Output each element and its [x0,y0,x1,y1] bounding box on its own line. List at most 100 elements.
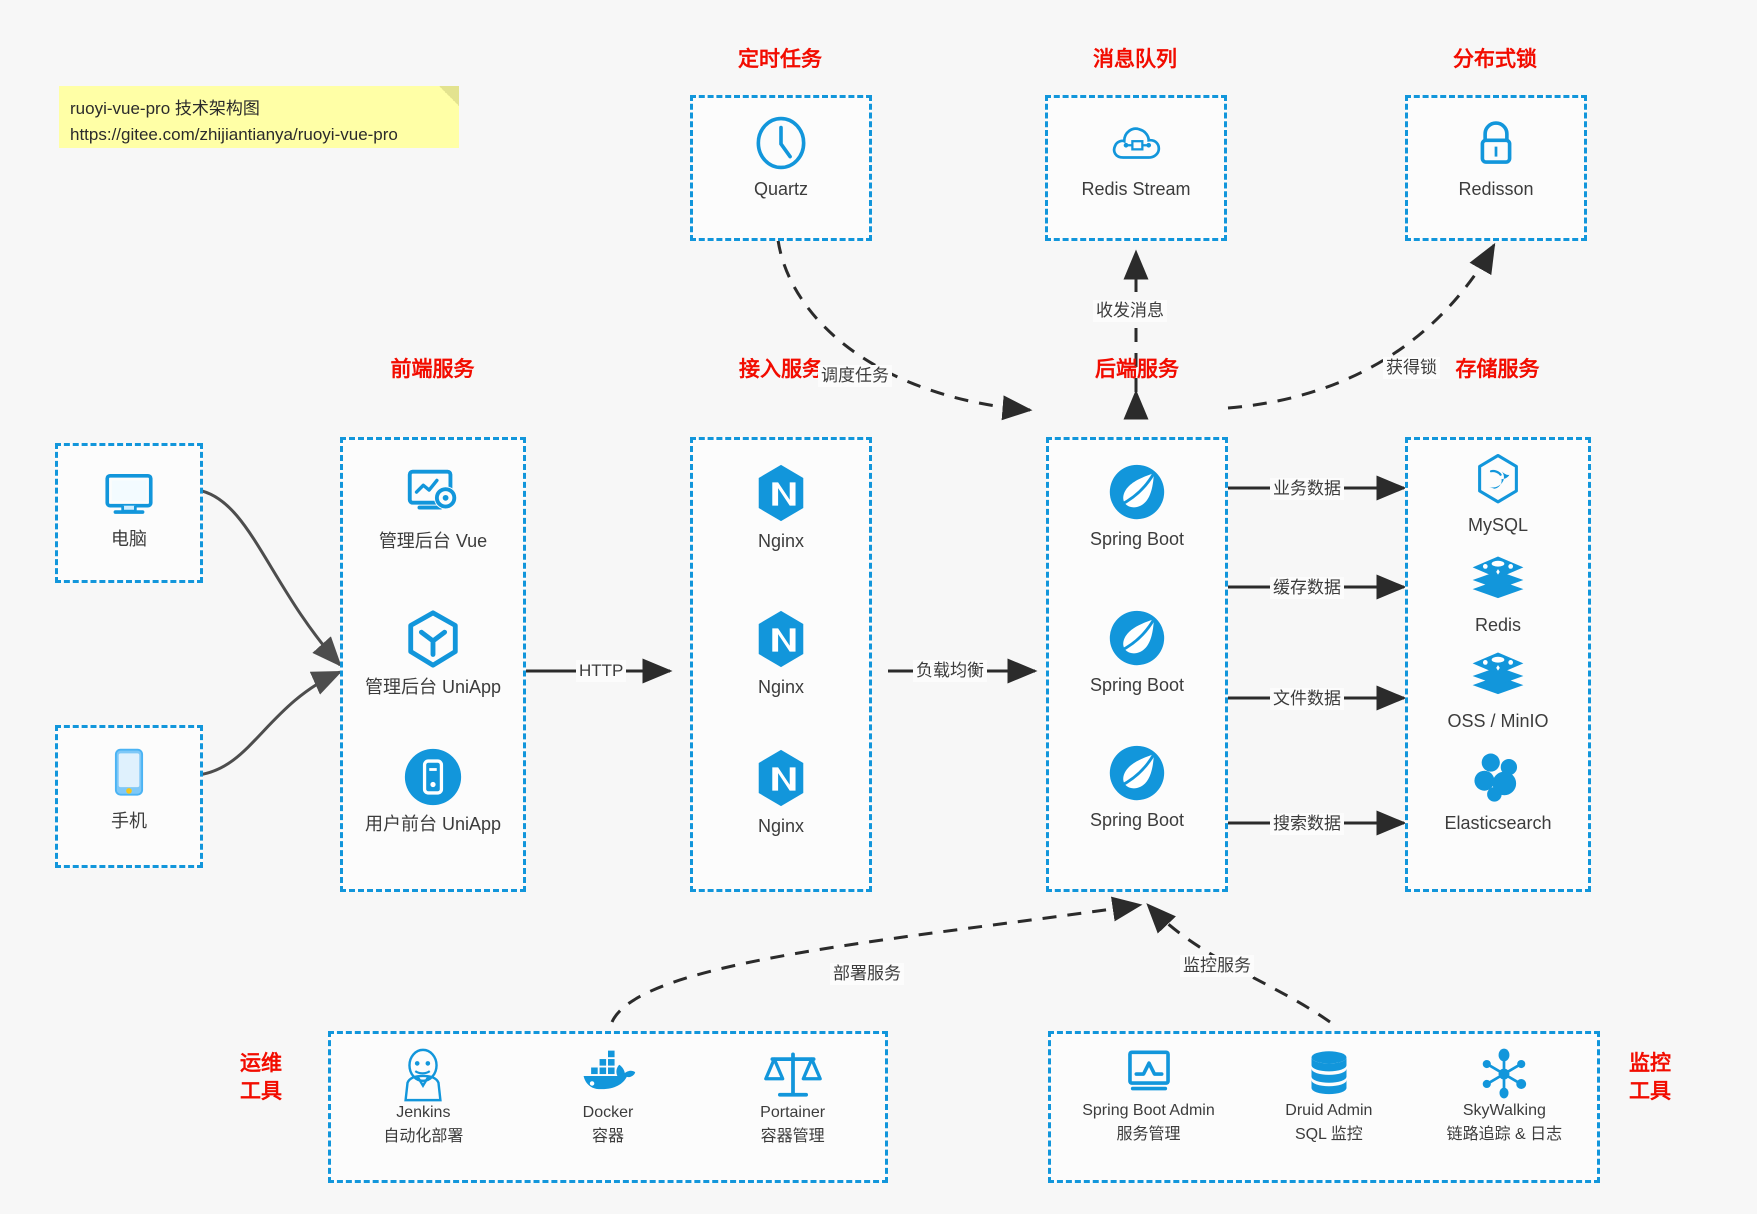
mysql-icon [1478,453,1518,504]
mobile-icon [114,748,144,796]
group-message-queue[interactable]: Redis Stream [1045,95,1227,241]
group-title-frontend: 前端服务 [390,358,475,381]
group-title-distributed-lock: 分布式锁 [1453,48,1537,71]
group-title-scheduled-task: 定时任务 [738,48,822,71]
group-title-devops-line2: 工具 [240,1080,282,1103]
node-label: Jenkins [396,1104,451,1121]
elasticsearch-icon [1474,753,1518,802]
note-line-url: https://gitee.com/zhijiantianya/ruoyi-vu… [70,125,398,144]
node-admin-vue[interactable]: 管理后台 Vue [343,462,523,552]
cube-icon [408,610,458,668]
monitoring-node-row: Spring Boot Admin 服务管理 Druid Admin SQL 监… [1051,1046,1597,1144]
group-client-mobile[interactable]: 手机 [55,725,203,868]
node-label: Spring Boot [1089,675,1185,695]
node-sublabel: 容器管理 [760,1128,825,1145]
node-admin-uniapp[interactable]: 管理后台 UniApp [343,608,523,698]
node-spring-boot-2[interactable]: Spring Boot [1049,608,1225,696]
edge-label-search-data: 搜索数据 [1270,813,1344,835]
node-redis[interactable]: Redis [1408,552,1588,636]
group-gateway-service[interactable]: Nginx Nginx Nginx [690,437,872,892]
edge-label-http: HTTP [576,660,627,682]
group-backend-service[interactable]: Spring Boot Spring Boot Spring Boot [1046,437,1228,892]
cloud-stream-icon [1112,127,1161,159]
note-line-title: ruoyi-vue-pro 技术架构图 [70,99,260,118]
node-jenkins[interactable]: Jenkins 自动化部署 [338,1046,508,1146]
group-devops-tools[interactable]: Jenkins 自动化部署 Docker 容器 [328,1031,888,1183]
nginx-icon [758,749,804,807]
node-label: Redisson [1458,179,1534,199]
node-redisson[interactable]: Redisson [1408,114,1584,200]
group-scheduled-task[interactable]: Quartz [690,95,872,241]
node-label: 手机 [111,811,147,831]
edge-label-business-data: 业务数据 [1270,478,1344,500]
database-icon [1311,1051,1347,1095]
group-client-desktop[interactable]: 电脑 [55,443,203,583]
node-label: Redis Stream [1081,179,1191,199]
node-label: 管理后台 UniApp [364,677,502,697]
scale-icon [763,1052,822,1097]
node-label: Redis [1474,615,1522,635]
diagram-note: ruoyi-vue-pro 技术架构图 https://gitee.com/zh… [59,86,459,148]
group-title-monitoring-line2: 工具 [1629,1080,1671,1103]
group-title-message-queue: 消息队列 [1093,48,1177,71]
devops-node-row: Jenkins 自动化部署 Docker 容器 [331,1046,885,1146]
node-spring-boot-1[interactable]: Spring Boot [1049,462,1225,550]
node-nginx-1[interactable]: Nginx [693,462,869,552]
group-distributed-lock[interactable]: Redisson [1405,95,1587,241]
oss-icon [1472,652,1524,695]
spring-boot-icon [1109,745,1165,801]
node-label: MySQL [1467,515,1528,535]
desktop-icon [105,473,153,514]
edge-label-send-receive-message: 收发消息 [1093,300,1167,322]
monitor-chart-icon [1127,1050,1170,1091]
edge-label-deploy-service: 部署服务 [830,963,904,985]
node-label: Elasticsearch [1444,813,1552,833]
group-monitoring-tools[interactable]: Spring Boot Admin 服务管理 Druid Admin SQL 监… [1048,1031,1600,1183]
spring-boot-icon [1109,464,1165,520]
node-redis-stream[interactable]: Redis Stream [1048,114,1224,200]
node-label: SkyWalking [1462,1102,1546,1119]
node-portainer[interactable]: Portainer 容器管理 [708,1046,878,1146]
node-skywalking[interactable]: SkyWalking 链路追踪 & 日志 [1412,1046,1597,1144]
node-label: Portainer [760,1104,826,1121]
group-title-devops: 运维 工具 [231,1050,291,1106]
node-mobile[interactable]: 手机 [58,744,200,832]
node-oss-minio[interactable]: OSS / MinIO [1408,648,1588,732]
node-spring-boot-admin[interactable]: Spring Boot Admin 服务管理 [1051,1046,1246,1144]
group-frontend-service[interactable]: 管理后台 Vue 管理后台 UniApp 用户前台 UniApp [340,437,526,892]
dashboard-settings-icon [407,469,458,510]
node-label: Docker [582,1104,634,1121]
node-desktop[interactable]: 电脑 [58,464,200,550]
node-label: Spring Boot [1089,810,1185,830]
node-user-uniapp[interactable]: 用户前台 UniApp [343,747,523,835]
edge-label-file-data: 文件数据 [1270,688,1344,710]
node-spring-boot-3[interactable]: Spring Boot [1049,743,1225,831]
docker-icon [583,1050,636,1090]
note-fold-corner [439,86,459,106]
node-label: 电脑 [111,529,147,549]
node-quartz[interactable]: Quartz [693,114,869,200]
nginx-icon [758,464,804,522]
node-label: Quartz [753,179,809,199]
node-mysql[interactable]: MySQL [1408,452,1588,536]
group-storage-service[interactable]: MySQL Redis OS [1405,437,1591,892]
node-nginx-3[interactable]: Nginx [693,747,869,837]
group-title-backend: 后端服务 [1095,358,1179,381]
node-label: OSS / MinIO [1447,711,1549,731]
node-label: 管理后台 Vue [378,531,488,551]
group-title-monitoring-line1: 监控 [1629,1052,1671,1075]
node-druid-admin[interactable]: Druid Admin SQL 监控 [1246,1046,1412,1144]
node-elasticsearch[interactable]: Elasticsearch [1408,750,1588,834]
spring-boot-icon [1109,610,1165,666]
node-label: Druid Admin [1285,1102,1373,1119]
node-docker[interactable]: Docker 容器 [523,1046,693,1146]
jenkins-icon [404,1048,443,1102]
node-nginx-2[interactable]: Nginx [693,608,869,698]
app-circle-icon [404,748,462,806]
nginx-icon [758,610,804,668]
lock-icon [1480,121,1512,164]
group-title-devops-line1: 运维 [240,1052,282,1075]
edge-label-monitor-service: 监控服务 [1180,955,1254,977]
skywalking-icon [1483,1048,1527,1099]
